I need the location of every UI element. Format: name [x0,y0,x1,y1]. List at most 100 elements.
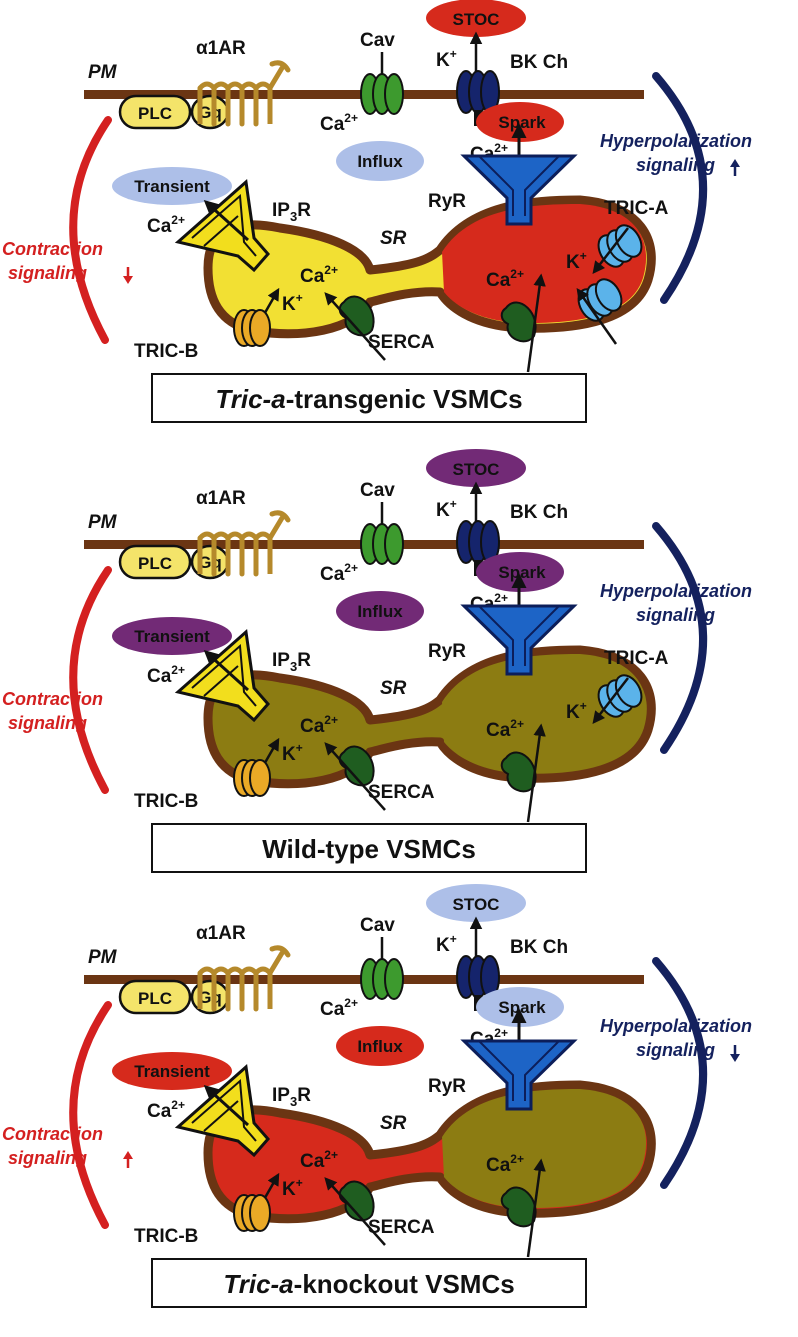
bk-label: BK Ch [510,937,568,958]
a1ar-label: α1AR [196,488,246,509]
tric-b-label: TRIC-B [134,791,198,812]
contraction-arc [69,1001,112,1229]
sr-left-ca-label-base: Ca [300,716,325,737]
tric-b-subunit [249,1194,271,1232]
contraction-arc [69,566,112,794]
sr-right-k-label-base: K [566,252,580,273]
bk-k-label: K+ [436,932,457,956]
spark-oval [476,552,564,592]
influx-label: Influx [357,602,403,621]
hyper-arc [652,72,708,304]
ryr-ca-label-sup: 2+ [494,591,508,605]
tric-b-channel [233,759,271,797]
contraction-arrow [123,267,133,284]
bk-label: BK Ch [510,502,568,523]
spark-label: Spark [498,113,546,132]
pm-label: PM [88,62,118,83]
ip3r-line [191,1078,257,1142]
influx-oval [336,591,424,631]
tric-a-arrow [592,227,629,274]
serca-label: SERCA [368,332,435,353]
ryr-channel [460,604,578,676]
sr-right-lumen [442,654,647,774]
plc-label: PLC [138,989,172,1008]
ip3r-channel [174,1064,270,1158]
sr-left-ca-label-base: Ca [300,1151,325,1172]
a1ar-label: α1AR [196,38,246,59]
sr-left-k-label-base: K [282,744,296,765]
sr-label: SR [380,228,407,249]
a1ar-label: α1AR [196,923,246,944]
stoc-label: STOC [453,895,500,914]
ip3r-ca-label-sup: 2+ [171,663,185,677]
ip3r-label-a: IP [272,650,290,671]
ip3r-label-b: R [297,650,311,671]
ip3r-ca-label-base: Ca [147,216,172,237]
ip3r-arrow [203,649,250,692]
tric-b-label: TRIC-B [134,341,198,362]
sr-right-ca-label-base: Ca [486,270,511,291]
cav-label: Cav [360,915,395,936]
ip3r-line [203,215,239,247]
serca-label: SERCA [368,1217,435,1238]
arrow-head [730,1054,740,1062]
hyper-arrow [730,1045,740,1062]
sr-right-k-label-sup: + [580,699,587,713]
bk-k-label-base: K [436,935,450,956]
sr-right-ca-label-sup: 2+ [510,1152,524,1166]
pm-label: PM [88,512,118,533]
bk-k-label-base: K [436,50,450,71]
ryr-channel [460,1039,578,1111]
pm-label: PM [88,947,118,968]
panel-title: Tric-a-knockout VSMCs [223,1269,514,1299]
ryr-label: RyR [428,191,466,212]
spark-oval [476,102,564,142]
sr-left-ca-label-base: Ca [300,266,325,287]
ip3r-ca-label-base: Ca [147,666,172,687]
ip3r-line [191,193,257,257]
plc-box [118,94,192,130]
contraction-line1: Contraction [2,239,103,259]
ip3r-arrow [203,199,250,242]
hyper-line2: signaling [636,1040,715,1060]
sr-right-ca-label: Ca2+ [486,717,524,741]
stoc-label: STOC [453,460,500,479]
ip3r-line [203,1100,239,1132]
bk-k-label-base: K [436,500,450,521]
ryr-label: RyR [428,1076,466,1097]
ip3r-line [203,665,239,697]
cav-channel [360,523,404,565]
panel-title-italic: Tric-a [215,384,285,414]
sr-right-ca-label-sup: 2+ [510,267,524,281]
a1ar-tail [267,945,291,976]
ip3r-ca-label: Ca2+ [147,663,185,687]
transient-oval [112,167,232,205]
panel-title-italic: Tric-a [223,1269,293,1299]
sr-left-k-label-base: K [282,1179,296,1200]
panel-title-rest: -knockout VSMCs [294,1269,515,1299]
panel-title: Wild-type VSMCs [262,834,476,864]
bk-k-label-sup: + [450,932,457,946]
sr-left-k-label-sup: + [296,291,303,305]
cav-ca-label-base: Ca [320,114,345,135]
plc-label: PLC [138,554,172,573]
influx-oval [336,141,424,181]
contraction-line2: signaling [8,713,87,733]
panel-title-box [151,373,587,423]
stoc-label: STOC [453,10,500,29]
hyper-line2: signaling [636,605,715,625]
ip3r-label-a: IP [272,200,290,221]
tric-b-subunit [249,759,271,797]
hyper-arc [652,957,708,1189]
serca-label: SERCA [368,782,435,803]
ip3r-ca-label: Ca2+ [147,213,185,237]
sr-left-k-label: K+ [282,291,303,315]
ip3r-label: IP3R [272,200,311,224]
ip3r-ca-label: Ca2+ [147,1098,185,1122]
tric-a-subunit [614,224,643,258]
ip3r-ca-label-sup: 2+ [171,213,185,227]
